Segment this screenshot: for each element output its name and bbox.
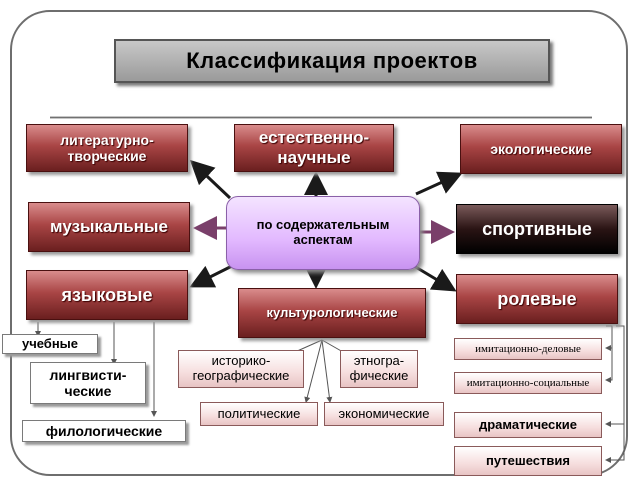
node-cultural: культурологические [238, 288, 426, 338]
arrow-to-language [189, 264, 233, 288]
node-literary: литературно-творческие [26, 124, 188, 172]
arrow-to-ecological [415, 171, 463, 196]
node-natural: естественно-научные [234, 124, 394, 172]
node-ethnographic: этногра-фические [340, 350, 418, 388]
node-language: языковые [26, 270, 188, 320]
arrow-to-literary [189, 159, 232, 200]
node-philological: филологические [22, 420, 186, 442]
node-imitation-social: имитационно-социальные [454, 372, 602, 394]
node-ecological: экологические [460, 124, 622, 174]
node-travel: путешествия [454, 446, 602, 476]
node-imitation-business: имитационно-деловые [454, 338, 602, 360]
node-role: ролевые [456, 274, 618, 324]
node-dramatic: драматические [454, 412, 602, 438]
center-node: по содержательным аспектам [226, 196, 420, 270]
node-historical: историко-географические [178, 350, 304, 388]
node-linguistic: лингвисти-ческие [30, 362, 146, 404]
node-educational: учебные [2, 334, 98, 354]
node-political: политические [200, 402, 318, 426]
arrow-to-role [413, 264, 457, 292]
title-underline [50, 116, 592, 119]
node-musical: музыкальные [28, 202, 190, 252]
node-economic: экономические [324, 402, 444, 426]
node-sports: спортивные [456, 204, 618, 254]
diagram-title: Классификация проектов [114, 39, 550, 83]
